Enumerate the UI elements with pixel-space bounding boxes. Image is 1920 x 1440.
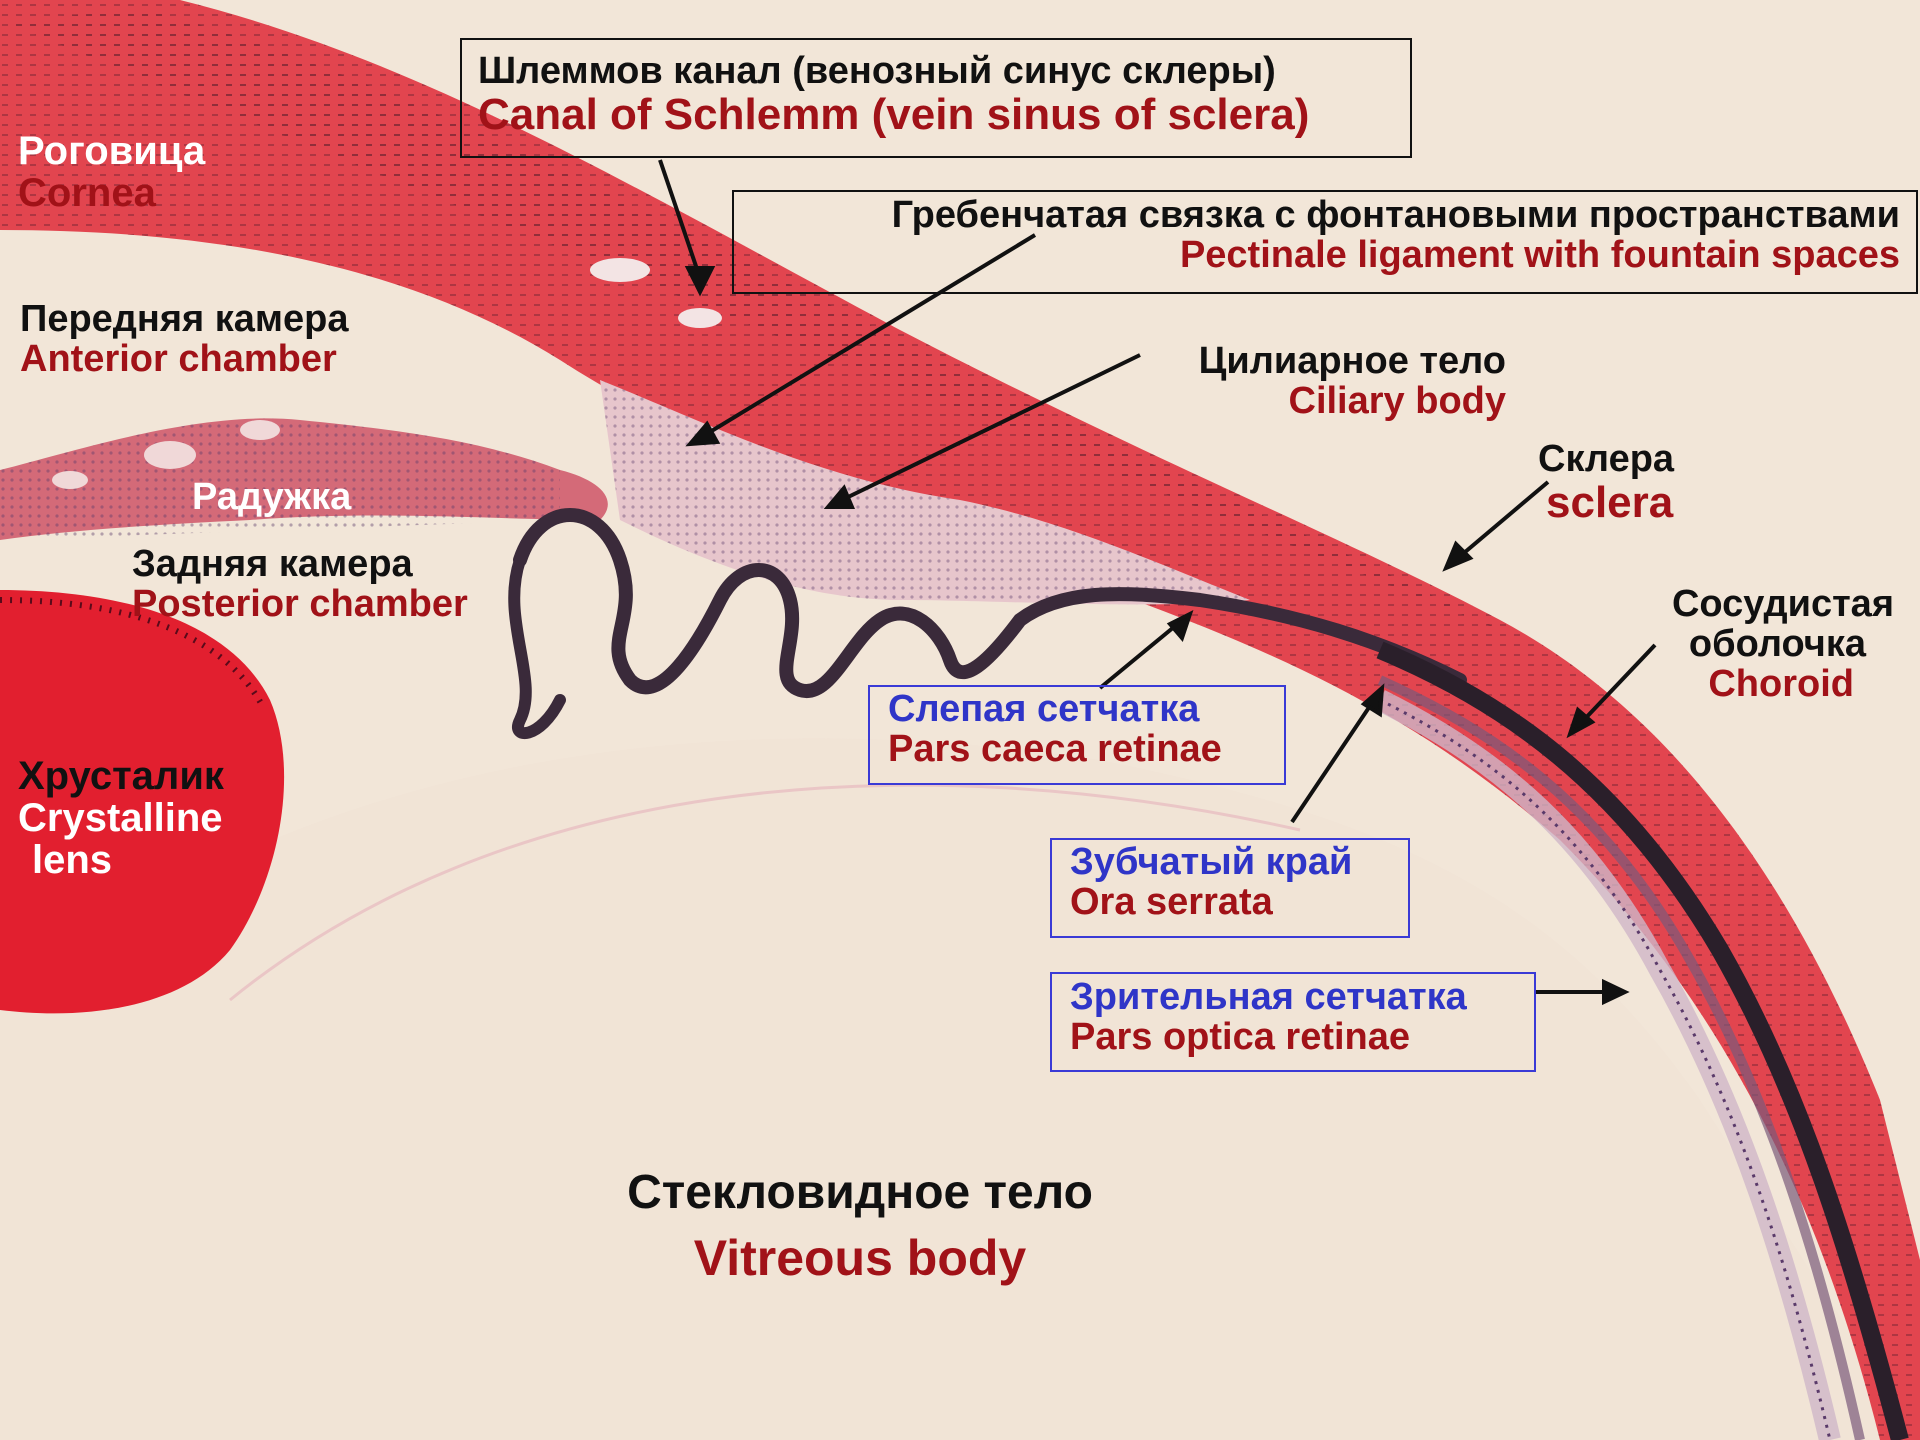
lens-label-en-2: lens bbox=[18, 839, 224, 881]
pectinate-label: Гребенчатая связка с фонтановыми простра… bbox=[892, 196, 1900, 276]
posterior-chamber-label-en: Posterior chamber bbox=[132, 585, 468, 625]
pars-optica-label-ru: Зрительная сетчатка bbox=[1070, 978, 1467, 1018]
choroid-label: Сосудистая оболочка Choroid bbox=[1672, 585, 1894, 705]
iris-label: Радужка bbox=[192, 478, 351, 518]
sclera-label: Склера sclera bbox=[1538, 440, 1674, 526]
posterior-chamber-label: Задняя камера Posterior chamber bbox=[132, 545, 468, 625]
posterior-chamber-label-ru: Задняя камера bbox=[132, 545, 468, 585]
anterior-chamber-label: Передняя камера Anterior chamber bbox=[20, 300, 349, 380]
cornea-label: Роговица Cornea bbox=[18, 130, 205, 214]
pectinate-label-ru: Гребенчатая связка с фонтановыми простра… bbox=[892, 196, 1900, 236]
ora-serrata-label-ru: Зубчатый край bbox=[1070, 843, 1352, 883]
lens-label: Хрусталик Crystalline lens bbox=[18, 755, 224, 881]
choroid-label-en: Choroid bbox=[1672, 665, 1894, 705]
schlemm-label: Шлеммов канал (венозный синус склеры) Ca… bbox=[478, 52, 1309, 138]
schlemm-label-en: Canal of Schlemm (vein sinus of sclera) bbox=[478, 92, 1309, 138]
pars-optica-label-en: Pars optica retinae bbox=[1070, 1018, 1467, 1058]
anterior-chamber-label-ru: Передняя камера bbox=[20, 300, 349, 340]
cornea-label-ru: Роговица bbox=[18, 130, 205, 172]
pars-caeca-label-en: Pars caeca retinae bbox=[888, 730, 1222, 770]
ciliary-body-label-en: Ciliary body bbox=[1199, 382, 1506, 422]
anterior-chamber-label-en: Anterior chamber bbox=[20, 340, 349, 380]
sclera-label-en: sclera bbox=[1538, 480, 1674, 526]
pars-optica-label: Зрительная сетчатка Pars optica retinae bbox=[1070, 978, 1467, 1058]
ciliary-body-label-ru: Цилиарное тело bbox=[1199, 342, 1506, 382]
choroid-label-ru-1: Сосудистая bbox=[1672, 585, 1894, 625]
ciliary-body-label: Цилиарное тело Ciliary body bbox=[1199, 342, 1506, 422]
schlemm-label-ru: Шлеммов канал (венозный синус склеры) bbox=[478, 52, 1309, 92]
lens-label-en-1: Crystalline bbox=[18, 797, 224, 839]
vitreous-body-label-ru: Стекловидное тело bbox=[560, 1168, 1160, 1218]
sclera-label-ru: Склера bbox=[1538, 440, 1674, 480]
pars-caeca-label-ru: Слепая сетчатка bbox=[888, 690, 1222, 730]
ora-serrata-label: Зубчатый край Ora serrata bbox=[1070, 843, 1352, 923]
pars-caeca-label: Слепая сетчатка Pars caeca retinae bbox=[888, 690, 1222, 770]
lens-label-ru: Хрусталик bbox=[18, 755, 224, 797]
iris-label-ru: Радужка bbox=[192, 478, 351, 518]
choroid-label-ru-2: оболочка bbox=[1672, 625, 1894, 665]
ora-serrata-label-en: Ora serrata bbox=[1070, 883, 1352, 923]
vitreous-body-label: Стекловидное тело Vitreous body bbox=[560, 1168, 1160, 1285]
pectinate-label-en: Pectinale ligament with fountain spaces bbox=[892, 236, 1900, 276]
cornea-label-en: Cornea bbox=[18, 172, 205, 214]
vitreous-body-label-en: Vitreous body bbox=[560, 1232, 1160, 1285]
